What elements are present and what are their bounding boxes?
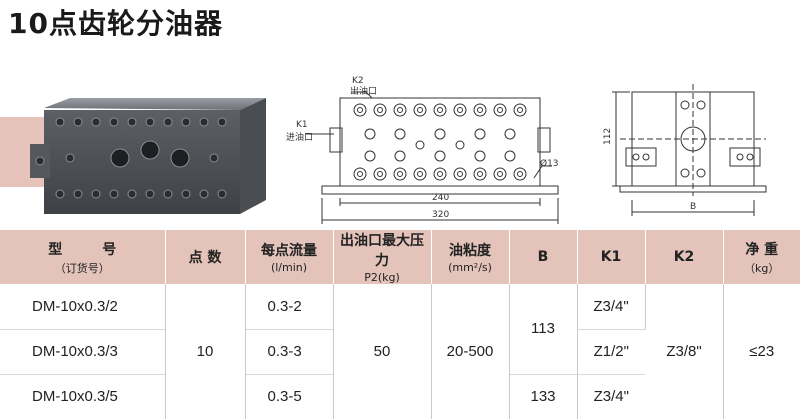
cell-k1: Z3/4" bbox=[577, 284, 646, 330]
cell-model: DM-10x0.3/2 bbox=[0, 284, 166, 330]
header-k1: K1 bbox=[577, 230, 646, 284]
header-viscosity: 油粘度(mm²/s) bbox=[431, 230, 510, 284]
table-row: DM-10x0.3/3 0.3-3 Z1/2" bbox=[0, 329, 800, 375]
table-row: DM-10x0.3/5 0.3-5 133 Z3/4" bbox=[0, 374, 800, 419]
dim-240-label: 240 bbox=[432, 193, 449, 203]
cell-k1: Z1/2" bbox=[577, 329, 645, 375]
dim-320-label: 320 bbox=[432, 210, 449, 220]
technical-drawing: K2 出油口 K1 进油口 Ø13 240 320 112 B bbox=[286, 76, 767, 224]
k2-description: 出油口 bbox=[350, 85, 377, 97]
cell-pressure: 50 bbox=[333, 284, 432, 419]
cell-flow: 0.3-3 bbox=[245, 329, 334, 375]
cell-model: DM-10x0.3/5 bbox=[0, 374, 166, 419]
cell-model: DM-10x0.3/3 bbox=[0, 329, 166, 375]
k1-label: K1 bbox=[296, 120, 308, 130]
dim-b-label: B bbox=[690, 202, 696, 212]
cell-k1: Z3/4" bbox=[593, 388, 629, 406]
cell-b: 113 bbox=[509, 284, 578, 375]
hole-diameter-label: Ø13 bbox=[540, 158, 559, 169]
product-image bbox=[30, 98, 266, 214]
header-b: B bbox=[509, 230, 578, 284]
cell-flow: 0.3-5 bbox=[245, 374, 334, 419]
dim-112-label: 112 bbox=[603, 128, 613, 145]
header-points: 点 数 bbox=[165, 230, 246, 284]
page-title: 10点齿轮分油器 bbox=[8, 7, 223, 40]
cell-points: 10 bbox=[165, 284, 246, 419]
table-row: DM-10x0.3/2 10 0.3-2 50 20-500 113 Z3/4"… bbox=[0, 284, 800, 419]
header-weight: 净 重（kg） bbox=[723, 230, 800, 284]
header-flow: 每点流量(l/min) bbox=[245, 230, 334, 284]
cell-viscosity: 20-500 bbox=[431, 284, 510, 419]
header-k2: K2 bbox=[645, 230, 724, 284]
cell-b: 133 bbox=[509, 374, 578, 419]
cell-k2: Z3/8" bbox=[645, 284, 724, 419]
header-model: 型号（订货号） bbox=[0, 230, 166, 284]
k1-description: 进油口 bbox=[286, 131, 313, 143]
cell-flow: 0.3-2 bbox=[245, 284, 334, 330]
cell-weight: ≤23 bbox=[749, 343, 775, 360]
k2-label: K2 bbox=[352, 76, 364, 86]
